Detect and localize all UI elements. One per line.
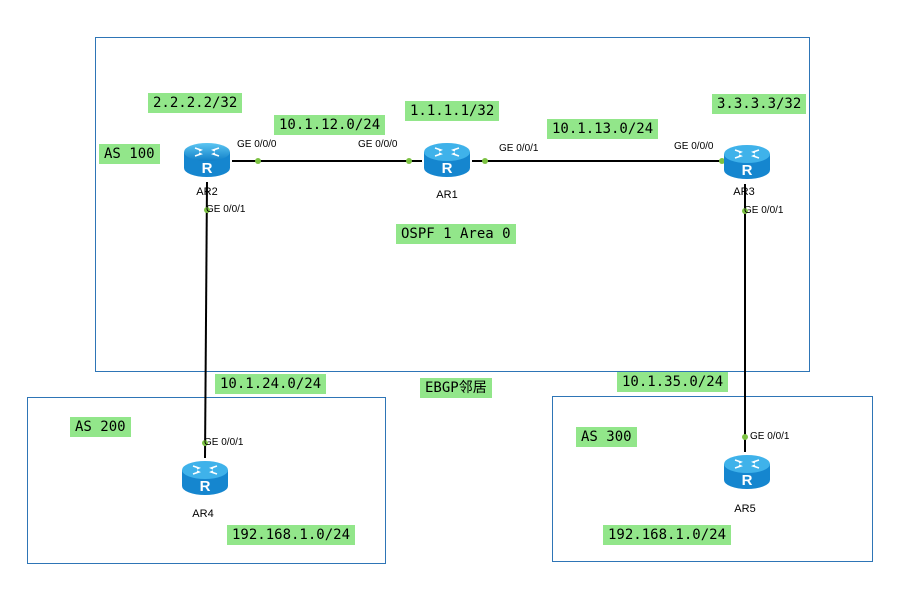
router-icon-ar3[interactable]: R bbox=[722, 142, 772, 182]
router-name-ar1: AR1 bbox=[436, 189, 458, 201]
as300-label: AS 300 bbox=[576, 427, 637, 447]
as200-box bbox=[27, 397, 386, 564]
svg-text:R: R bbox=[742, 472, 753, 489]
router-icon-ar2[interactable]: R bbox=[182, 140, 232, 180]
ospf-area-label: OSPF 1 Area 0 bbox=[396, 224, 516, 244]
as300-box bbox=[552, 396, 873, 562]
router-icon-ar1[interactable]: R bbox=[422, 140, 472, 180]
svg-text:R: R bbox=[442, 160, 453, 177]
port-dot bbox=[202, 440, 208, 446]
as300-lan-label: 192.168.1.0/24 bbox=[603, 525, 732, 545]
subnet-ar2-ar4-label: 10.1.24.0/24 bbox=[215, 374, 327, 394]
port-label-ar1-ge000: GE 0/0/0 bbox=[358, 139, 398, 150]
as200-lan-label: 192.168.1.0/24 bbox=[227, 525, 356, 545]
subnet-ar1-ar3-label: 10.1.13.0/24 bbox=[547, 119, 659, 139]
port-label-ar3-ge000: GE 0/0/0 bbox=[674, 141, 714, 152]
ar2-loopback-label: 2.2.2.2/32 bbox=[148, 93, 243, 113]
subnet-ar3-ar5-label: 10.1.35.0/24 bbox=[617, 372, 729, 392]
ar3-loopback-label: 3.3.3.3/32 bbox=[712, 94, 807, 114]
router-icon: R bbox=[424, 143, 470, 177]
svg-text:R: R bbox=[200, 478, 211, 495]
router-icon: R bbox=[724, 455, 770, 489]
router-name-ar2: AR2 bbox=[196, 186, 218, 198]
port-label-ar2-ge000: GE 0/0/0 bbox=[237, 139, 277, 150]
router-icon: R bbox=[724, 145, 770, 179]
as100-box bbox=[95, 37, 810, 372]
port-dot bbox=[204, 207, 210, 213]
subnet-ar2-ar1-label: 10.1.12.0/24 bbox=[274, 115, 386, 135]
port-dot bbox=[742, 208, 748, 214]
router-icon: R bbox=[184, 143, 230, 177]
ar1-loopback-label: 1.1.1.1/32 bbox=[405, 101, 500, 121]
as200-label: AS 200 bbox=[70, 417, 131, 437]
router-icon-ar4[interactable]: R bbox=[180, 458, 230, 498]
port-label-ar5-ge001: GE 0/0/1 bbox=[750, 431, 790, 442]
port-dot bbox=[742, 434, 748, 440]
port-dot bbox=[482, 158, 488, 164]
port-label-ar1-ge001: GE 0/0/1 bbox=[499, 143, 539, 154]
port-dot bbox=[255, 158, 261, 164]
as100-label: AS 100 bbox=[99, 144, 160, 164]
router-name-ar4: AR4 bbox=[192, 508, 214, 520]
router-name-ar5: AR5 bbox=[734, 503, 756, 515]
link-ar2-ar4 bbox=[204, 181, 208, 459]
port-dot bbox=[406, 158, 412, 164]
router-icon: R bbox=[182, 461, 228, 495]
router-icon-ar5[interactable]: R bbox=[722, 452, 772, 492]
ebgp-label: EBGP邻居 bbox=[420, 378, 492, 398]
port-dot bbox=[719, 158, 725, 164]
svg-text:R: R bbox=[742, 162, 753, 179]
port-label-ar2-ge001: GE 0/0/1 bbox=[206, 204, 246, 215]
port-label-ar4-ge001: GE 0/0/1 bbox=[204, 437, 244, 448]
port-label-ar3-ge001: GE 0/0/1 bbox=[744, 205, 784, 216]
svg-text:R: R bbox=[202, 160, 213, 177]
router-name-ar3: AR3 bbox=[733, 186, 755, 198]
